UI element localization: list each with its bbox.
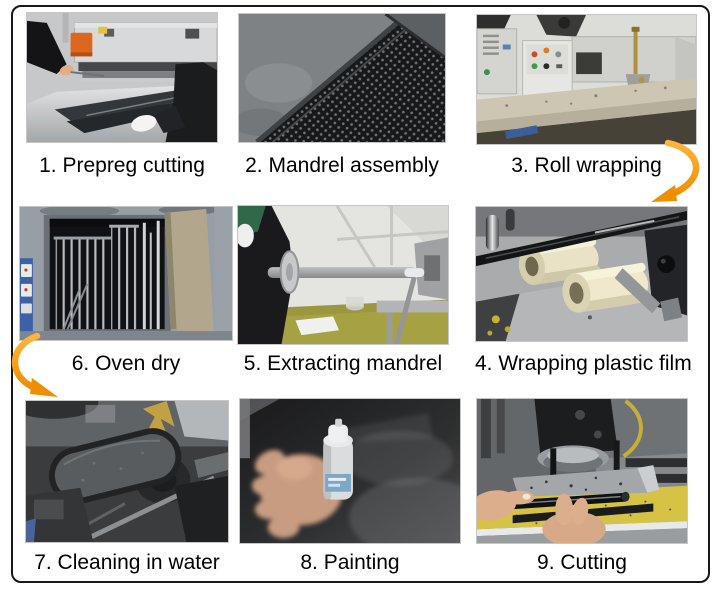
photo-roll-wrapping — [476, 14, 697, 145]
photo-mandrel-assembly — [238, 13, 446, 143]
step-caption-1: 1. Prepreg cutting — [39, 154, 205, 177]
photo-painting — [239, 398, 461, 544]
step-caption-4: 4. Wrapping plastic film — [475, 352, 692, 375]
step-caption-2: 2. Mandrel assembly — [245, 154, 439, 177]
photo-cleaning-in-water — [25, 400, 229, 543]
arrow-step6-to-step7-icon — [5, 330, 80, 406]
arrow-step3-to-step4-icon — [640, 138, 715, 210]
diagram-border — [11, 5, 710, 583]
step-caption-6: 6. Oven dry — [71, 352, 181, 375]
photo-prepreg-cutting — [26, 12, 218, 143]
step-caption-9: 9. Cutting — [537, 551, 627, 574]
photo-wrapping-plastic-film — [475, 206, 688, 342]
photo-oven-dry — [19, 206, 233, 341]
photo-cutting — [476, 398, 688, 544]
photo-extracting-mandrel — [237, 205, 449, 345]
step-caption-3: 3. Roll wrapping — [511, 154, 662, 177]
step-caption-8: 8. Painting — [300, 551, 400, 574]
step-caption-7: 7. Cleaning in water — [34, 551, 220, 574]
step-caption-5: 5. Extracting mandrel — [243, 352, 443, 375]
